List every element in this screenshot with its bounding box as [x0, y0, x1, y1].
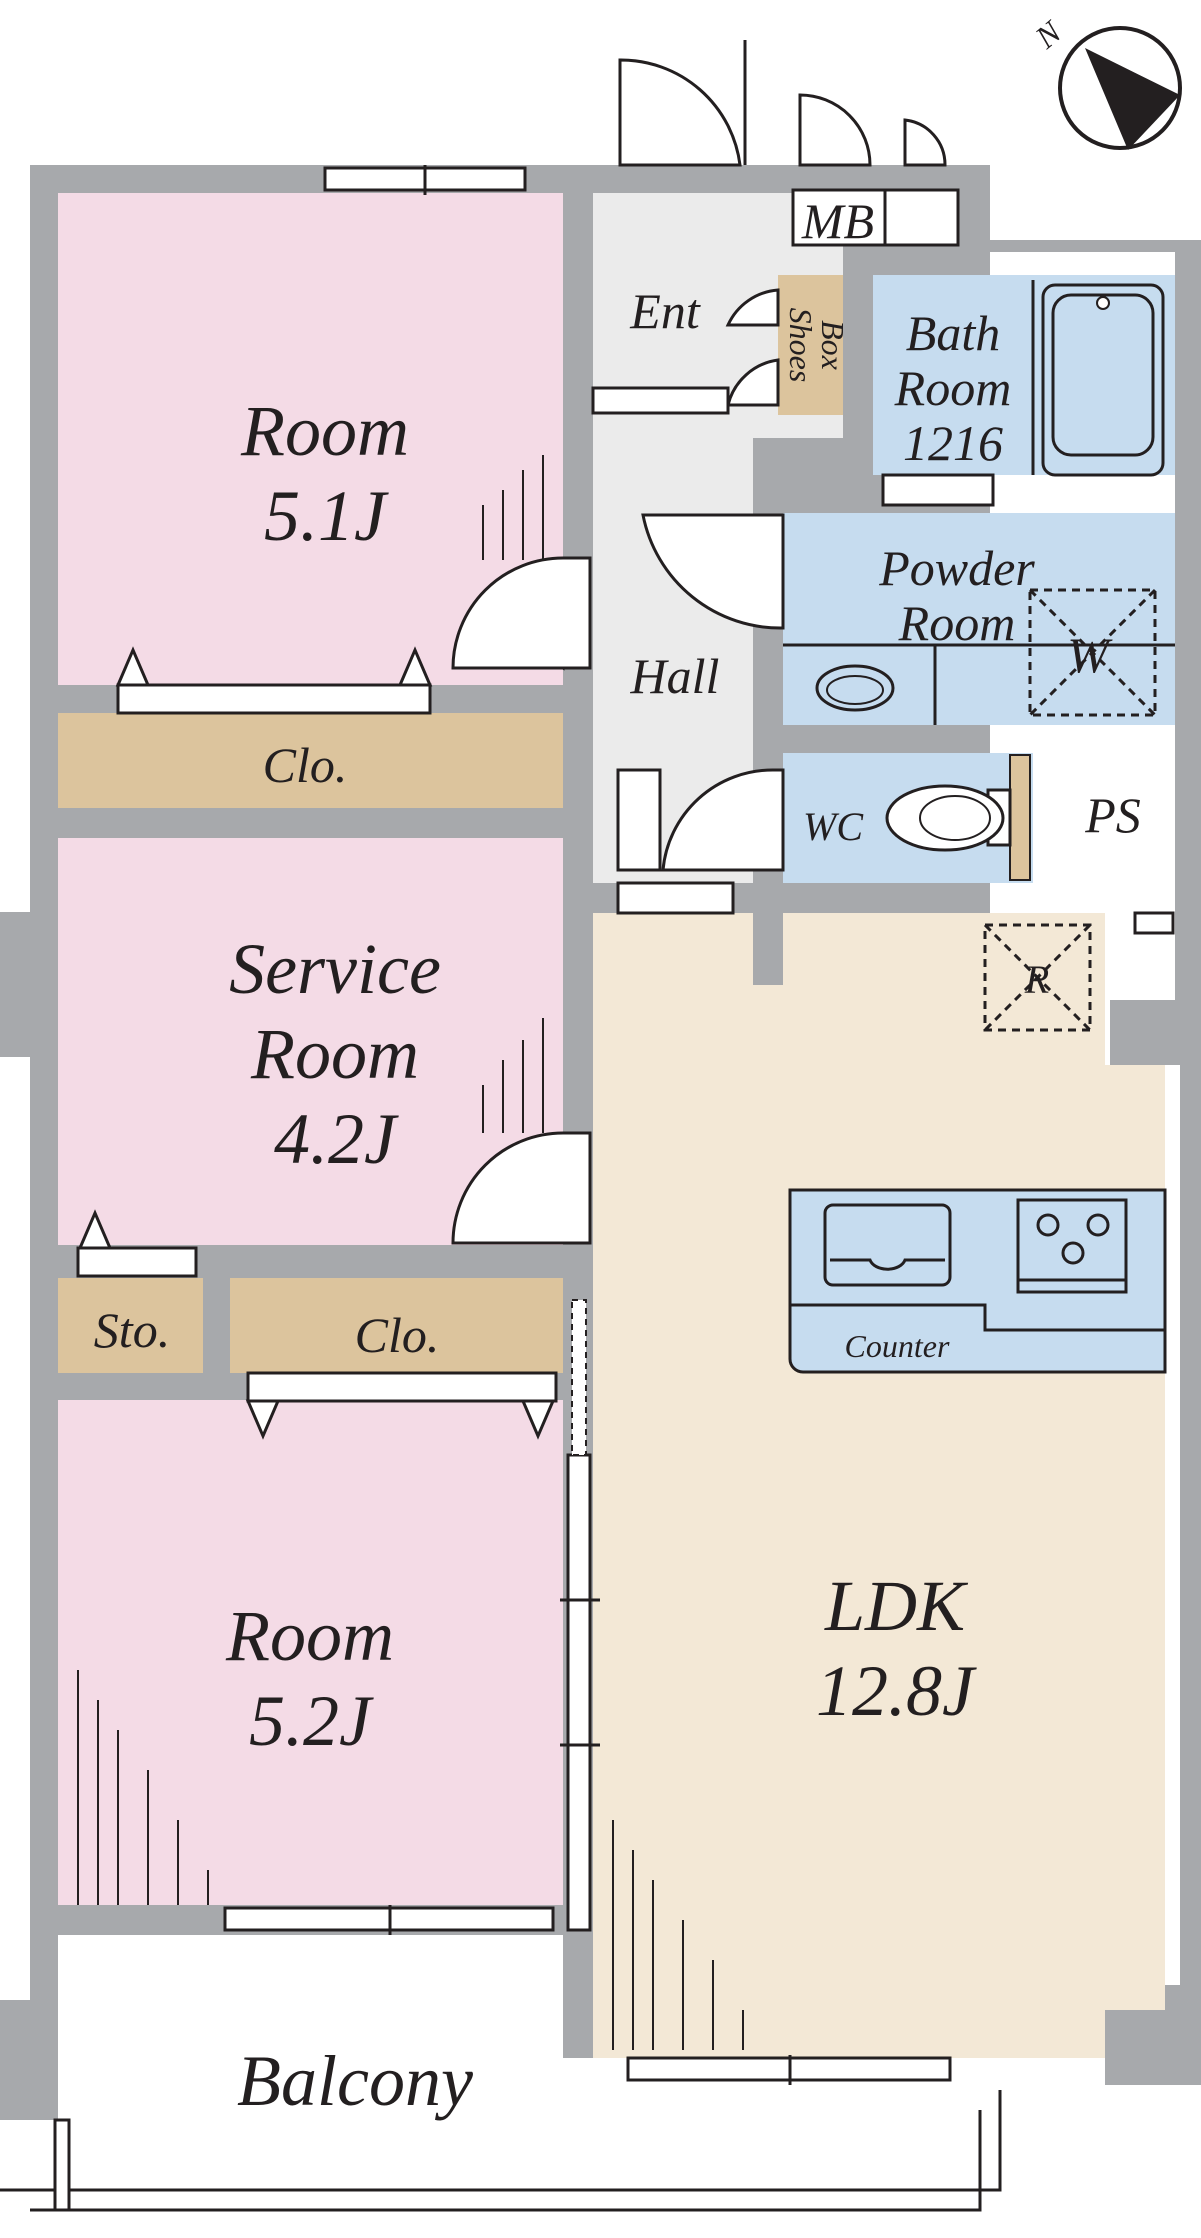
closet-lower: [230, 1278, 563, 1373]
bath-room-label-3: 1216: [903, 415, 1003, 471]
service-room-name-1: Service: [229, 929, 441, 1009]
shoes-box: [778, 275, 843, 415]
washbasin-icon: [783, 643, 1175, 725]
bath-room-label-2: Room: [894, 360, 1012, 416]
doors: [76, 40, 995, 1440]
service-room-size: 4.2J: [274, 1099, 399, 1179]
washer-label: W: [1067, 627, 1113, 683]
shoes-box-label-2: Box: [815, 320, 851, 370]
ps-label: PS: [1084, 787, 1141, 843]
ldk-floor: [593, 913, 1165, 2058]
room-lower-size: 5.2J: [249, 1681, 374, 1761]
counter-label: Counter: [845, 1328, 950, 1364]
bath-room-label-1: Bath: [906, 305, 1000, 361]
room-lower-floor: [58, 1400, 563, 1905]
ldk-size: 12.8J: [816, 1651, 977, 1731]
balcony-area: [58, 1935, 990, 2185]
powder-room-label-1: Powder: [878, 540, 1035, 596]
sink-icon: [823, 1203, 952, 1287]
closet-upper: [58, 713, 563, 808]
stove-icon: [1016, 1198, 1128, 1294]
bathtub-icon: [1031, 280, 1165, 477]
storage-label: Sto.: [94, 1302, 170, 1358]
shoes-box-label-1: Shoes: [783, 308, 819, 383]
closet-upper-label: Clo.: [263, 737, 348, 793]
closet-lower-label: Clo.: [355, 1307, 440, 1363]
ldk-name: LDK: [824, 1566, 969, 1646]
storage: [58, 1278, 203, 1373]
powder-room-floor: [783, 513, 1175, 725]
ent-label: Ent: [629, 283, 701, 339]
room-upper-size: 5.1J: [264, 476, 389, 556]
ps-shaft: [1061, 753, 1175, 883]
kitchen-counter: [788, 1188, 1167, 1374]
fridge-space-icon: [983, 923, 1092, 1032]
service-room-name-2: Room: [250, 1014, 419, 1094]
compass-north-label: N: [1027, 13, 1069, 56]
washer-space-icon: [1028, 588, 1157, 717]
toilet-icon: [885, 754, 1031, 881]
mb-label: MB: [801, 193, 874, 249]
room-upper-name: Room: [240, 391, 409, 471]
wc-label: WC: [803, 804, 864, 849]
mb-box: [791, 188, 960, 247]
fridge-label: R: [1024, 957, 1049, 1002]
powder-room-label-2: Room: [898, 595, 1016, 651]
hatch-lines: [77, 455, 744, 2050]
hall-label: Hall: [630, 648, 720, 704]
balcony-label: Balcony: [237, 2041, 473, 2121]
room-lower-name: Room: [225, 1596, 394, 1676]
compass: N: [1027, 13, 1182, 150]
sliding-door-ldk: [566, 1453, 592, 1932]
